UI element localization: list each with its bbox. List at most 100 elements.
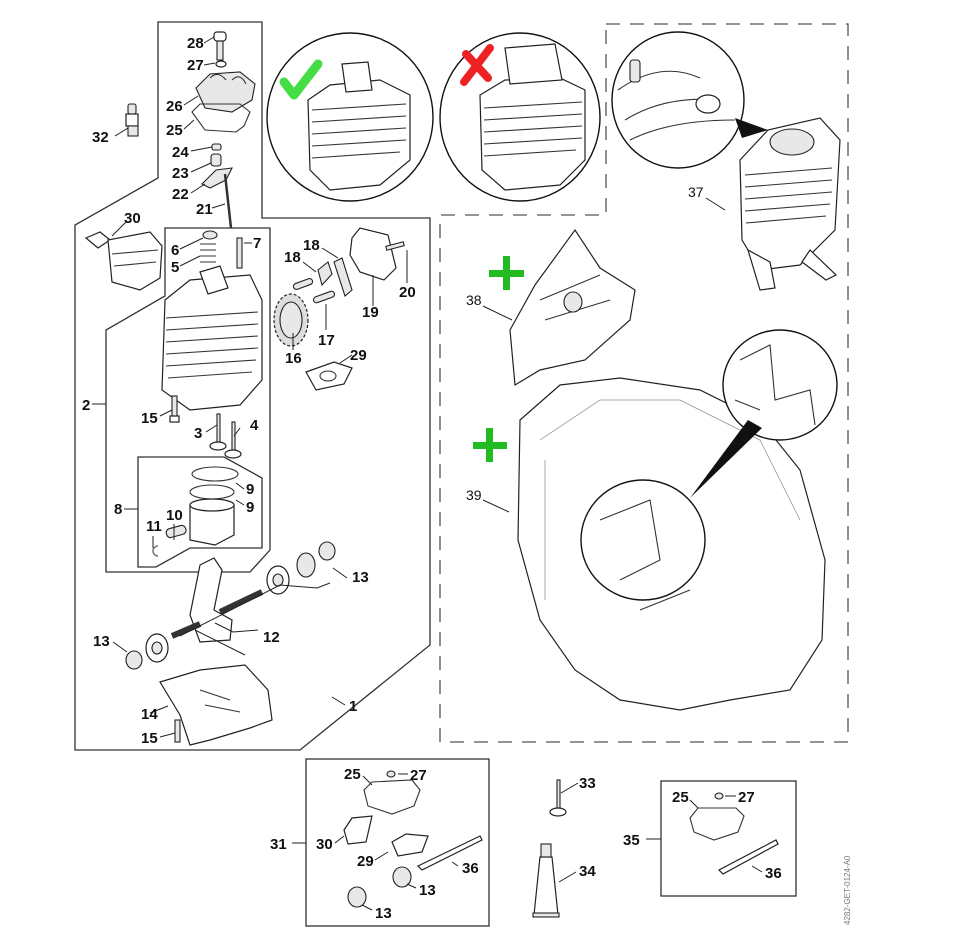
part-20-screw [385,241,405,251]
kit-31-gasket-25 [363,779,421,815]
kit-31-washer-27 [386,770,396,778]
label-kit-35-25: 25 [672,789,689,806]
part-pin-b [292,278,314,290]
part-3-valve [209,413,227,451]
detail-zoom-circle-39 [722,329,838,441]
label-2: 2 [82,397,90,414]
label-13-b: 13 [93,633,110,650]
label-9-a: 9 [246,481,254,498]
check-icon [279,59,323,100]
wrong-cylinder-drawing [479,43,586,191]
part-18-rocker-a [317,261,333,287]
label-11: 11 [146,518,162,535]
part-piston [189,498,235,546]
part-11-circlip [152,545,159,557]
label-30: 30 [124,210,141,227]
part-29-gasket [305,361,353,391]
kit-35-tool-36 [717,839,779,875]
part-5-spring [200,243,216,263]
label-19: 19 [362,304,379,321]
label-34: 34 [579,863,596,880]
part-27-washer [215,60,227,68]
label-kit-31-29: 29 [357,853,374,870]
cylinder-2-frame [105,227,271,573]
label-26: 26 [166,98,183,115]
label-38: 38 [466,292,482,308]
detail-37-drawing [617,59,736,141]
label-4: 4 [250,417,259,434]
cross-icon [460,44,494,86]
label-1: 1 [349,698,357,715]
label-25: 25 [166,122,183,139]
label-kit-31-30: 30 [316,836,333,853]
part-bearing-b [266,565,290,595]
label-kit-35-36: 36 [765,865,782,882]
part-10-piston-pin [165,524,187,539]
kit-35-gasket-25 [689,807,745,841]
detail-zoom-circle-37 [611,31,745,169]
label-23: 23 [172,165,189,182]
kit-31-gasket-29 [391,833,429,857]
kit-31-seal-13b [347,886,367,908]
label-12: 12 [263,629,280,646]
label-5: 5 [171,259,179,276]
label-10: 10 [166,507,183,524]
label-29: 29 [350,347,367,364]
label-kit-31-13-a: 13 [419,882,436,899]
label-18-a: 18 [284,249,301,266]
piston-8-frame [137,456,263,568]
part-bearing-a [145,633,169,663]
label-8: 8 [114,501,122,518]
kit-31-tool-36 [416,835,483,871]
kit-35-washer-27 [714,792,724,800]
part-28-screw [213,31,227,61]
label-16: 16 [285,350,302,367]
part-33-valve [549,779,567,817]
label-7: 7 [253,235,261,252]
label-13-a: 13 [352,569,369,586]
label-32: 32 [92,129,109,146]
zoom-pointer-37 [735,118,768,138]
label-kit-31-13-b: 13 [375,905,392,922]
label-kit-35: 35 [623,832,640,849]
label-27: 27 [187,57,204,74]
part-14-crankcase [159,664,273,746]
label-kit-31: 31 [270,836,287,853]
reference-code: 4282-GET-0124-A0 [843,855,852,925]
label-24: 24 [172,144,189,161]
new-version-frame [439,23,849,743]
part-21-pushrod [223,173,233,229]
label-18-b: 18 [303,237,320,254]
detail-39-drawing [734,344,816,426]
leader-lines [92,36,763,911]
part-gear [296,552,316,578]
part-30-carburetor [84,231,163,291]
part-15-screw-a [169,395,180,423]
label-21: 21 [196,201,213,218]
label-39: 39 [466,487,482,503]
label-3: 3 [194,425,202,442]
plus-icon-39 [473,428,507,462]
part-22-rocker [201,167,233,189]
correct-cylinder-drawing [307,61,411,191]
part-13-seal-b [318,541,336,561]
part-38-housing [509,228,636,387]
part-4-valve [224,421,242,459]
part-6-retainer [202,230,218,240]
label-17: 17 [318,332,335,349]
part-26-cover [195,71,256,113]
label-kit-31-25: 25 [344,766,361,783]
part-19-cover-plate [349,227,397,281]
part-12-crankshaft [170,557,264,643]
label-15-a: 15 [141,410,158,427]
label-33: 33 [579,775,596,792]
label-9-b: 9 [246,499,254,516]
part-15-screw-b [174,719,181,743]
kit-31-gasket-30 [343,815,373,845]
part-7-stud [236,237,243,269]
label-kit-31-36: 36 [462,860,479,877]
label-15-b: 15 [141,730,158,747]
part-13-seal-a [125,650,143,670]
part-32-spark-plug [125,103,139,137]
